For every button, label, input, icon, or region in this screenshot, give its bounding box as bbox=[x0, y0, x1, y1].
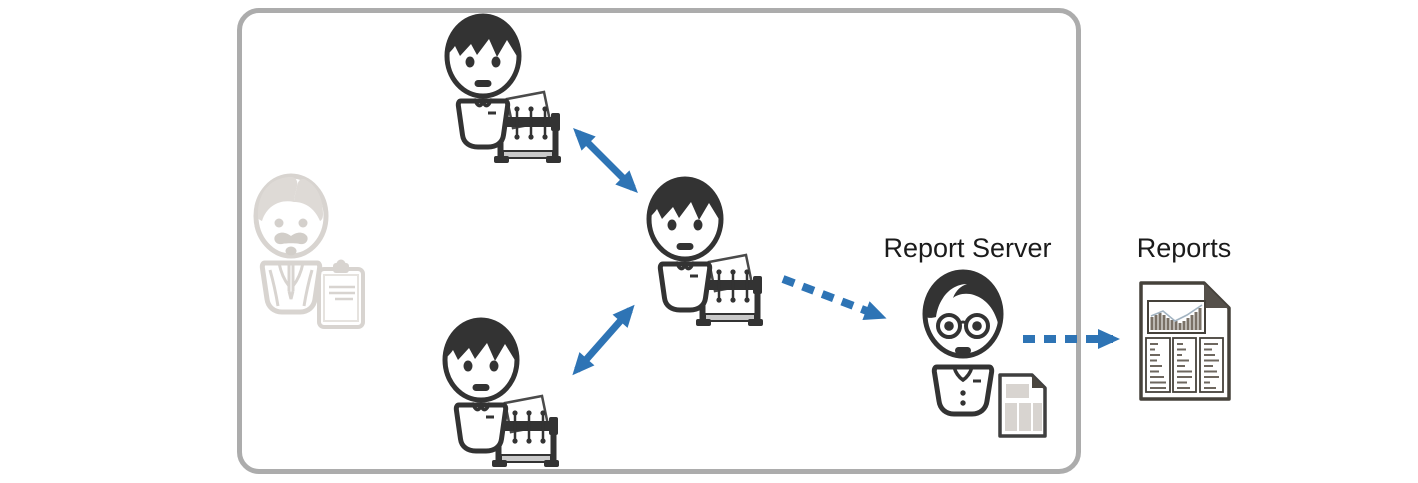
boundary-box bbox=[237, 8, 1081, 474]
worker-top-icon bbox=[443, 13, 561, 165]
double-arrow-top-middle bbox=[573, 128, 638, 193]
reports-document-icon bbox=[1137, 280, 1233, 402]
reports-label: Reports bbox=[1136, 233, 1232, 263]
dashed-arrow-to-reports bbox=[1023, 329, 1120, 349]
worker-bottom-icon bbox=[441, 317, 559, 469]
double-arrow-bottom-middle bbox=[572, 304, 635, 376]
dashed-arrow-to-server bbox=[781, 275, 887, 320]
worker-middle-icon bbox=[645, 176, 763, 328]
report-server-label: Report Server bbox=[883, 233, 1052, 263]
manager-with-clipboard-icon bbox=[253, 173, 365, 329]
